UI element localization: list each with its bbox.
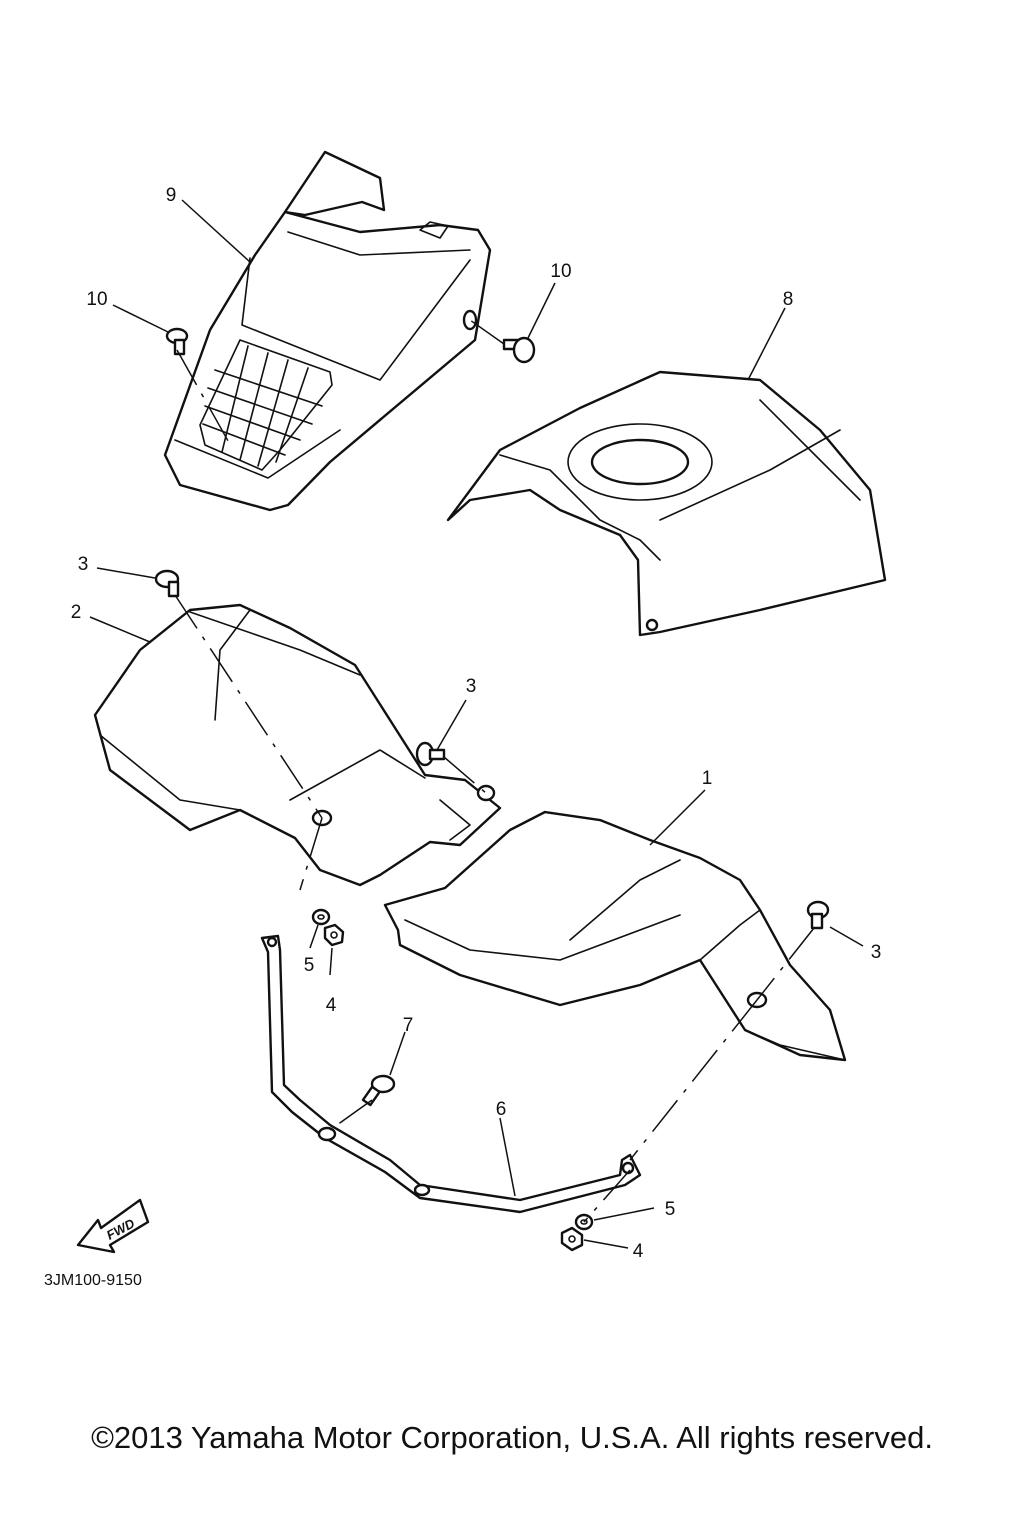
callout-part-5-right: 5 xyxy=(665,1199,676,1220)
callout-part-7: 7 xyxy=(403,1015,414,1036)
callout-part-4-left: 4 xyxy=(326,995,337,1016)
part-8-tank-cover xyxy=(446,370,887,637)
callout-part-2: 2 xyxy=(71,602,82,623)
callout-part-5-left: 5 xyxy=(304,955,315,976)
part-3-bolt-right xyxy=(806,900,830,930)
callout-part-3-top: 3 xyxy=(78,554,89,575)
part-3-bolt-top xyxy=(154,569,180,598)
copyright-notice: ©2013 Yamaha Motor Corporation, U.S.A. A… xyxy=(91,1420,933,1455)
drawing-code: 3JM100-9150 xyxy=(44,1272,142,1289)
fwd-arrow-icon: FWD xyxy=(76,1198,150,1254)
part-1-rear-fender xyxy=(383,810,847,1062)
part-5-washer-left xyxy=(311,908,331,926)
callout-part-6: 6 xyxy=(496,1099,507,1120)
part-4-nut-right xyxy=(560,1226,584,1252)
callout-part-3-middle: 3 xyxy=(466,676,477,697)
callout-part-3-right: 3 xyxy=(871,942,882,963)
part-9-front-panel xyxy=(163,150,492,512)
callout-part-9: 9 xyxy=(166,185,177,206)
assembly-lines xyxy=(174,319,815,1223)
leader-lines xyxy=(89,199,864,1249)
part-10-screw-right xyxy=(502,336,536,364)
callout-part-4-right: 4 xyxy=(633,1241,644,1262)
part-2-front-fender xyxy=(93,603,502,887)
part-10-screw-left xyxy=(165,327,189,356)
callout-part-1: 1 xyxy=(702,768,713,789)
callout-part-8: 8 xyxy=(783,289,794,310)
part-7-bolt xyxy=(361,1074,396,1107)
part-3-bolt-middle xyxy=(415,741,446,767)
callout-part-10-left: 10 xyxy=(86,289,107,310)
part-4-nut-left xyxy=(323,923,345,947)
callout-part-10-right: 10 xyxy=(550,261,571,282)
